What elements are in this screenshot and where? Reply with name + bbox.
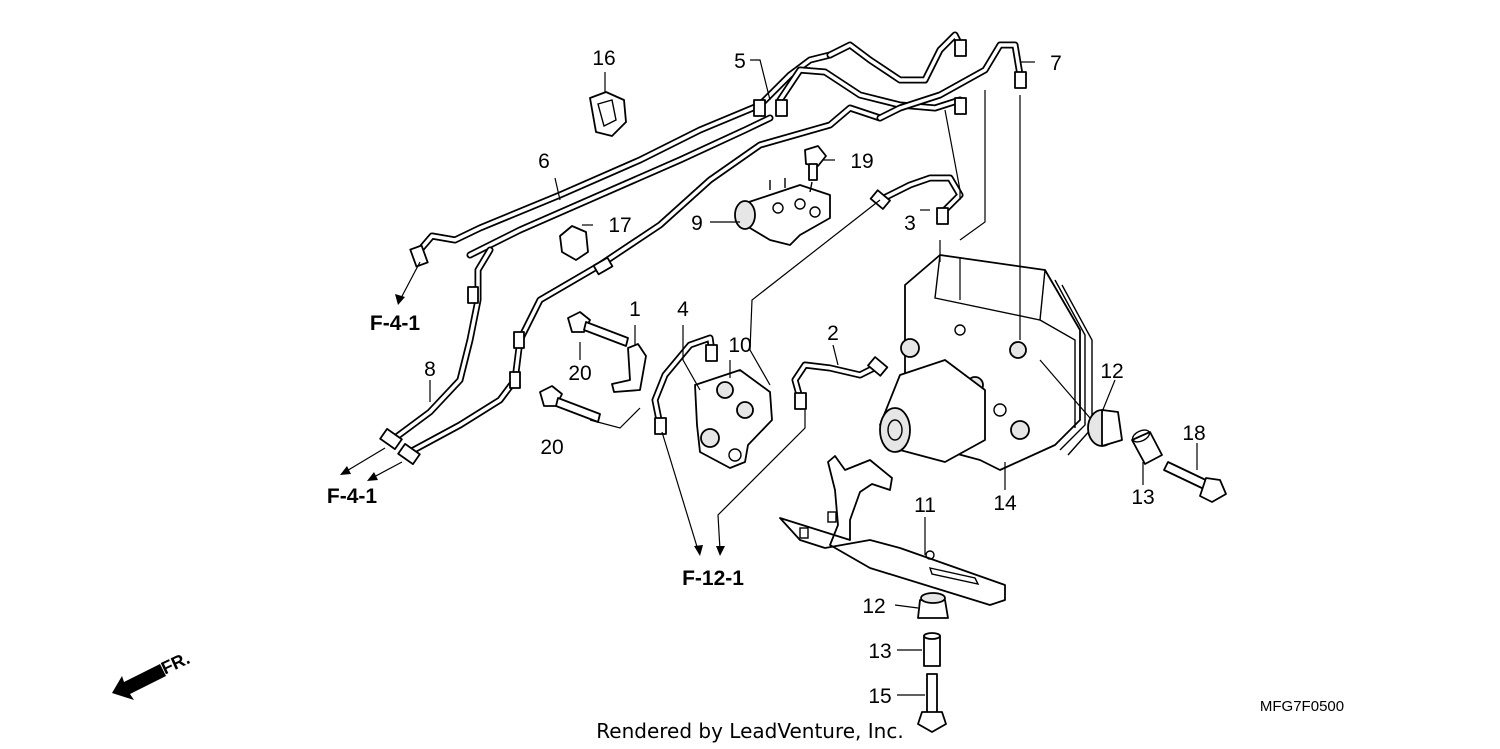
grommet-12-upper <box>1087 409 1123 447</box>
bracket-1 <box>611 343 647 393</box>
callout-3: 3 <box>904 212 916 235</box>
callout-2: 2 <box>827 322 839 345</box>
front-arrow-icon <box>112 664 166 700</box>
grommet-12-lower <box>917 592 949 619</box>
bolt-20-lower <box>539 385 601 423</box>
callout-5: 5 <box>734 50 746 73</box>
bolt-15 <box>917 673 947 733</box>
callout-6: 6 <box>538 150 550 173</box>
callout-20-upper: 20 <box>568 362 591 385</box>
pipe-clip-17 <box>559 225 589 261</box>
three-way-joint-9 <box>734 178 831 246</box>
callout-15: 15 <box>868 685 891 708</box>
reference-labels: F-4-1 F-4-1 F-12-1 <box>327 312 744 590</box>
front-direction-indicator: FR. <box>112 648 193 700</box>
three-way-joint-10 <box>694 369 773 469</box>
collar-13-lower <box>923 632 941 667</box>
reference-f-4-1-lower: F-4-1 <box>327 485 377 508</box>
pipe-clamp-16 <box>589 91 627 137</box>
bolt-20-upper <box>567 311 629 347</box>
brake-pipe-5 <box>826 31 964 84</box>
bolt-18 <box>1163 461 1227 503</box>
diagram-code: MFG7F0500 <box>1260 698 1344 715</box>
callout-19: 19 <box>850 150 873 173</box>
reference-arrows <box>340 199 881 556</box>
modulator-stay-11 <box>779 455 1006 606</box>
callout-1: 1 <box>629 298 641 321</box>
callout-4: 4 <box>677 298 689 321</box>
reference-f-12-1: F-12-1 <box>682 567 744 590</box>
brake-pipes <box>391 31 1024 456</box>
leader-lines <box>429 59 1198 696</box>
brake-pipe-8 <box>391 246 494 442</box>
callout-13-lower: 13 <box>868 640 891 663</box>
callout-20-lower: 20 <box>540 436 563 459</box>
callout-18: 18 <box>1182 422 1205 445</box>
abs-modulator-14 <box>879 254 1093 471</box>
callout-11: 11 <box>914 494 936 517</box>
callout-8: 8 <box>424 358 436 381</box>
callout-17: 17 <box>608 214 631 237</box>
callout-10: 10 <box>728 334 751 357</box>
callout-16: 16 <box>592 47 615 70</box>
pipe-fittings <box>379 39 1027 465</box>
collar-13-upper <box>1131 429 1163 465</box>
callout-12-lower: 12 <box>862 595 885 618</box>
callout-14: 14 <box>993 492 1017 515</box>
callout-7: 7 <box>1050 52 1062 75</box>
credit-line: Rendered by LeadVenture, Inc. <box>596 719 903 743</box>
callout-9: 9 <box>691 212 703 235</box>
callout-13-upper: 13 <box>1131 486 1154 509</box>
bolt-19 <box>804 145 827 181</box>
callout-labels: 16 5 7 6 19 17 9 3 1 4 10 2 20 8 20 12 1… <box>424 47 1206 708</box>
callout-12-upper: 12 <box>1100 360 1123 383</box>
reference-f-4-1-upper: F-4-1 <box>370 312 420 335</box>
